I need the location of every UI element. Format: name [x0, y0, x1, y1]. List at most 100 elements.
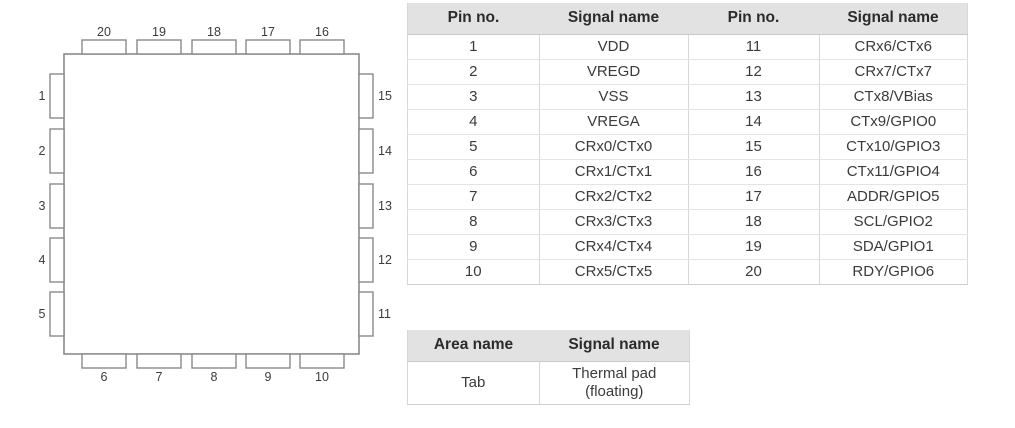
- cell-pin-no-left: 9: [407, 234, 539, 260]
- cell-signal-name-left: CRx5/CTx5: [538, 259, 688, 285]
- cell-signal-name-right: SCL/GPIO2: [818, 209, 968, 235]
- cell-pin-no-right: 15: [687, 134, 819, 160]
- header-area-name: Area name: [407, 330, 539, 362]
- area-table-header: Area name Signal name: [407, 330, 690, 362]
- lead-pin-13: [358, 183, 374, 229]
- area-table: Area name Signal name Tab Thermal pad (f…: [407, 330, 690, 406]
- pin-label-11: 11: [378, 307, 391, 321]
- cell-pin-no-left: 5: [407, 134, 539, 160]
- lead-pin-15: [358, 73, 374, 119]
- lead-pin-3: [49, 183, 65, 229]
- table-header-row: Pin no. Signal name Pin no. Signal name: [407, 3, 968, 35]
- pin-label-13: 13: [378, 199, 392, 213]
- lead-pin-1: [49, 73, 65, 119]
- pin-label-2: 2: [39, 144, 46, 158]
- cell-signal-name-right: RDY/GPIO6: [818, 259, 968, 285]
- cell-pin-no-right: 19: [687, 234, 819, 260]
- cell-pin-no-right: 12: [687, 59, 819, 85]
- lead-pin-9: [245, 353, 291, 369]
- pin-label-7: 7: [156, 370, 163, 384]
- lead-pin-16: [299, 39, 345, 55]
- cell-pin-no-left: 4: [407, 109, 539, 135]
- header-area-signal-name: Signal name: [539, 330, 690, 362]
- cell-pin-no-left: 1: [407, 34, 539, 60]
- pin-label-9: 9: [265, 370, 272, 384]
- top-pin-labels: 20 19 18 17 16: [97, 25, 329, 39]
- pin-label-14: 14: [378, 144, 392, 158]
- lead-pin-2: [49, 128, 65, 174]
- pin-label-16: 16: [315, 25, 329, 39]
- lead-pin-18: [191, 39, 237, 55]
- cell-signal-name-right: CTx11/GPIO4: [818, 159, 968, 185]
- lead-pin-20: [81, 39, 127, 55]
- pin-label-17: 17: [261, 25, 275, 39]
- pinout-table: Pin no. Signal name Pin no. Signal name …: [407, 3, 968, 285]
- cell-area-name: Tab: [407, 361, 539, 406]
- cell-signal-name-left: CRx3/CTx3: [538, 209, 688, 235]
- cell-pin-no-left: 10: [407, 259, 539, 285]
- left-leads: [49, 73, 65, 337]
- cell-pin-no-left: 7: [407, 184, 539, 210]
- pin-label-20: 20: [97, 25, 111, 39]
- header-signal-name-right: Signal name: [819, 3, 968, 35]
- cell-signal-name-right: ADDR/GPIO5: [818, 184, 968, 210]
- left-pin-labels: 1 2 3 4 5: [39, 89, 46, 321]
- cell-pin-no-left: 3: [407, 84, 539, 110]
- cell-pin-no-right: 11: [687, 34, 819, 60]
- pinout-table-header: Pin no. Signal name Pin no. Signal name: [407, 3, 968, 35]
- pin-label-5: 5: [39, 307, 46, 321]
- pin-label-19: 19: [152, 25, 166, 39]
- cell-signal-name-left: VREGD: [538, 59, 688, 85]
- cell-signal-name-right: SDA/GPIO1: [818, 234, 968, 260]
- cell-area-signal: Thermal pad (floating): [538, 361, 690, 406]
- package-body: [63, 53, 360, 355]
- header-signal-name-left: Signal name: [539, 3, 688, 35]
- cell-pin-no-left: 6: [407, 159, 539, 185]
- pin-label-8: 8: [211, 370, 218, 384]
- cell-signal-name-left: CRx0/CTx0: [538, 134, 688, 160]
- cell-signal-name-right: CRx6/CTx6: [818, 34, 968, 60]
- cell-pin-no-right: 18: [687, 209, 819, 235]
- lead-pin-11: [358, 291, 374, 337]
- area-table-body: Tab Thermal pad (floating): [407, 361, 690, 406]
- cell-signal-name-left: CRx1/CTx1: [538, 159, 688, 185]
- cell-signal-name-right: CTx10/GPIO3: [818, 134, 968, 160]
- cell-signal-name-right: CRx7/CTx7: [818, 59, 968, 85]
- cell-pin-no-right: 13: [687, 84, 819, 110]
- cell-signal-name-left: CRx2/CTx2: [538, 184, 688, 210]
- bottom-leads: [81, 353, 345, 369]
- pin-label-4: 4: [39, 253, 46, 267]
- pin-label-3: 3: [39, 199, 46, 213]
- cell-pin-no-right: 14: [687, 109, 819, 135]
- cell-pin-no-right: 16: [687, 159, 819, 185]
- lead-pin-7: [136, 353, 182, 369]
- cell-signal-name-left: VSS: [538, 84, 688, 110]
- package-diagram: 20 19 18 17 16 6 7 8 9 10 1 2 3 4 5 15 1…: [0, 0, 400, 428]
- cell-signal-name-left: VREGA: [538, 109, 688, 135]
- lead-pin-5: [49, 291, 65, 337]
- cell-pin-no-right: 20: [687, 259, 819, 285]
- area-signal-line-1: Thermal pad: [572, 365, 657, 382]
- right-leads: [358, 73, 374, 337]
- pin-label-6: 6: [101, 370, 108, 384]
- lead-pin-14: [358, 128, 374, 174]
- lead-pin-10: [299, 353, 345, 369]
- cell-signal-name-left: CRx4/CTx4: [538, 234, 688, 260]
- area-signal-line-2: (floating): [585, 382, 644, 400]
- cell-signal-name-right: CTx8/VBias: [818, 84, 968, 110]
- cell-pin-no-left: 8: [407, 209, 539, 235]
- table-row: Tab Thermal pad (floating): [407, 361, 690, 406]
- cell-signal-name-right: CTx9/GPIO0: [818, 109, 968, 135]
- header-pin-no-left: Pin no.: [407, 3, 539, 35]
- pin-label-12: 12: [378, 253, 392, 267]
- lead-pin-19: [136, 39, 182, 55]
